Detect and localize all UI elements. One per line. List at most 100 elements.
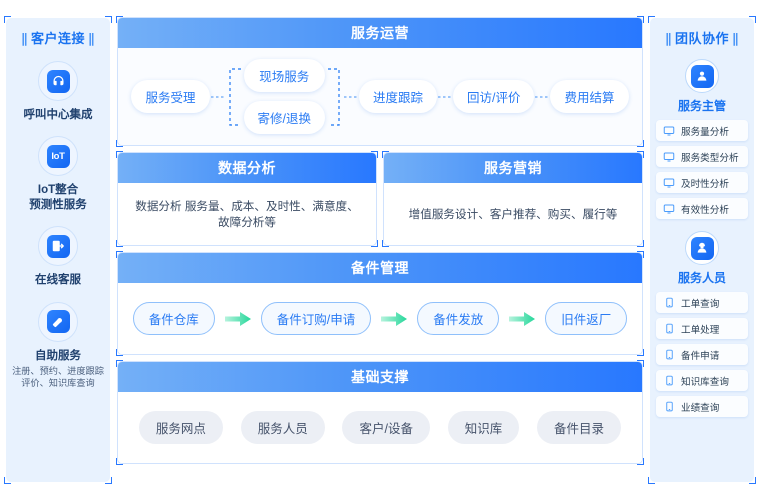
foundation-item-customer-device[interactable]: 客户/设备 <box>342 411 430 444</box>
arrow-right-icon <box>224 311 251 326</box>
right-item-timeliness[interactable]: 及时性分析 <box>656 172 748 193</box>
connector-dotted-icon <box>438 95 452 98</box>
service-flow: 服务受理 现场服务 寄修/退换 <box>130 59 630 134</box>
right-item-ticket-handle[interactable]: 工单处理 <box>656 318 748 339</box>
right-item-service-volume[interactable]: 服务量分析 <box>656 120 748 141</box>
flow-node-mailin[interactable]: 寄修/退换 <box>243 101 325 134</box>
self-service-icon <box>46 310 70 333</box>
icon-ring <box>38 301 78 342</box>
right-item-label: 有效性分析 <box>681 204 729 216</box>
icon-ring <box>38 226 78 267</box>
right-item-ticket-query[interactable]: 工单查询 <box>656 292 748 313</box>
bar-glyph-right-icon: ∥ <box>732 31 739 46</box>
spare-step-return[interactable]: 旧件返厂 <box>545 302 628 335</box>
foundation-item-staff[interactable]: 服务人员 <box>240 411 325 444</box>
right-item-performance-query[interactable]: 业绩查询 <box>656 396 748 417</box>
monitor-icon <box>663 125 675 137</box>
icon-ring <box>685 231 719 265</box>
sidebar-item-sublabel: 注册、预约、进度跟踪 评价、知识库查询 <box>12 365 104 389</box>
mobile-icon <box>663 349 675 361</box>
right-item-label: 备件申请 <box>681 350 720 362</box>
right-item-effectiveness[interactable]: 有效性分析 <box>656 198 748 219</box>
spare-step-order[interactable]: 备件订购/申请 <box>260 302 372 335</box>
monitor-icon <box>663 177 675 189</box>
panel-row-analysis-marketing: 数据分析 数据分析 服务量、成本、及时性、满意度、故障分析等 服务营销 增值服务… <box>116 151 644 247</box>
mobile-icon <box>663 375 675 387</box>
foundation-item-parts-catalog[interactable]: 备件目录 <box>537 411 622 444</box>
panel-body: 服务网点 服务人员 客户/设备 知识库 备件目录 <box>118 392 642 463</box>
right-item-service-type[interactable]: 服务类型分析 <box>656 146 748 167</box>
spare-step-dispatch[interactable]: 备件发放 <box>417 302 500 335</box>
flow-node-followup[interactable]: 回访/评价 <box>453 80 535 113</box>
right-item-label: 服务量分析 <box>681 126 729 138</box>
foundation-item-sites[interactable]: 服务网点 <box>138 411 223 444</box>
connector-dotted-icon <box>343 95 358 98</box>
panel-body: 服务受理 现场服务 寄修/退换 <box>118 48 642 145</box>
flow-node-billing[interactable]: 费用结算 <box>550 80 629 113</box>
iot-icon: IoT <box>46 144 70 168</box>
arrow-right-icon <box>509 311 536 326</box>
group-items: 服务量分析 服务类型分析 及时性分析 <box>656 120 748 219</box>
engineer-avatar-icon <box>690 236 714 260</box>
right-item-label: 工单处理 <box>681 324 720 336</box>
group-title: 服务人员 <box>677 271 726 285</box>
mobile-icon <box>663 323 675 335</box>
bar-glyph-left-icon: ∥ <box>20 31 28 46</box>
panel-title: 数据分析 <box>118 153 376 183</box>
panel-data-analysis: 数据分析 数据分析 服务量、成本、及时性、满意度、故障分析等 <box>116 151 378 247</box>
flow-node-progress[interactable]: 进度跟踪 <box>358 80 437 113</box>
sidebar-item-call-center[interactable]: 呼叫中心集成 <box>12 61 104 122</box>
connector-dotted-icon <box>210 95 225 98</box>
left-sidebar-title: ∥客户连接∥ <box>18 28 98 47</box>
foundation-item-knowledge-base[interactable]: 知识库 <box>447 411 520 444</box>
right-item-label: 及时性分析 <box>681 178 729 190</box>
connector-dotted-icon <box>535 95 550 98</box>
arrow-right-icon <box>381 311 408 326</box>
branch-bracket-right-icon <box>327 67 340 126</box>
right-item-parts-request[interactable]: 备件申请 <box>656 344 748 365</box>
bar-glyph-right-icon: ∥ <box>88 31 95 46</box>
bar-glyph-left-icon: ∥ <box>664 31 672 46</box>
spare-parts-flow: 备件仓库 备件订购/申请 备件发放 旧件返厂 <box>130 302 630 335</box>
panel-body: 数据分析 服务量、成本、及时性、满意度、故障分析等 <box>118 183 376 245</box>
right-item-label: 知识库查询 <box>681 376 729 388</box>
left-sidebar-title-text: 客户连接 <box>30 31 85 46</box>
icon-ring <box>685 59 719 93</box>
panel-description: 增值服务设计、客户推荐、购买、履行等 <box>408 208 618 221</box>
sidebar-item-iot[interactable]: IoT IoT整合 预测性服务 <box>12 136 104 212</box>
panel-body: 备件仓库 备件订购/申请 备件发放 旧件返厂 <box>118 283 642 354</box>
foundation-items: 服务网点 服务人员 客户/设备 知识库 备件目录 <box>130 411 630 444</box>
panel-service-operations: 服务运营 服务受理 现场服务 寄修/退换 <box>116 16 644 147</box>
left-sidebar: ∥客户连接∥ 呼叫中心集成 IoT IoT整合 预测性服务 <box>4 16 112 484</box>
sidebar-item-online-service[interactable]: 在线客服 <box>12 226 104 287</box>
panel-title: 服务运营 <box>118 18 642 48</box>
icon-ring <box>38 61 78 101</box>
panel-service-marketing: 服务营销 增值服务设计、客户推荐、购买、履行等 <box>382 151 644 247</box>
right-item-kb-query[interactable]: 知识库查询 <box>656 370 748 391</box>
panel-title: 基础支撑 <box>118 362 642 392</box>
branch-nodes: 现场服务 寄修/退换 <box>242 59 327 134</box>
panel-spare-parts: 备件管理 备件仓库 备件订购/申请 备件发放 旧件返 <box>116 251 644 356</box>
panel-body: 增值服务设计、客户推荐、购买、履行等 <box>384 183 642 245</box>
panel-description: 数据分析 服务量、成本、及时性、满意度、故障分析等 <box>135 200 359 229</box>
center-column: 服务运营 服务受理 现场服务 寄修/退换 <box>116 16 644 482</box>
sidebar-item-self-service[interactable]: 自助服务 注册、预约、进度跟踪 评价、知识库查询 <box>12 301 104 390</box>
flow-node-accept[interactable]: 服务受理 <box>131 80 210 113</box>
right-sidebar-title: ∥团队协作∥ <box>662 28 742 47</box>
sidebar-item-label: 自助服务 <box>35 349 81 362</box>
right-item-label: 工单查询 <box>681 298 720 310</box>
right-sidebar-title-text: 团队协作 <box>674 31 729 46</box>
group-items: 工单查询 工单处理 备件申请 <box>656 292 748 417</box>
mobile-icon <box>663 401 675 413</box>
spare-step-warehouse[interactable]: 备件仓库 <box>132 302 215 335</box>
monitor-icon <box>663 203 675 215</box>
panel-title: 服务营销 <box>384 153 642 183</box>
panel-foundation: 基础支撑 服务网点 服务人员 客户/设备 知识库 备件目录 <box>116 360 644 465</box>
headset-icon <box>46 69 70 93</box>
flow-node-onsite[interactable]: 现场服务 <box>243 59 325 92</box>
icon-ring: IoT <box>38 136 78 177</box>
online-chat-icon <box>46 234 70 258</box>
right-sidebar: ∥团队协作∥ 服务主管 服务量分析 <box>648 16 756 484</box>
mobile-icon <box>663 297 675 309</box>
